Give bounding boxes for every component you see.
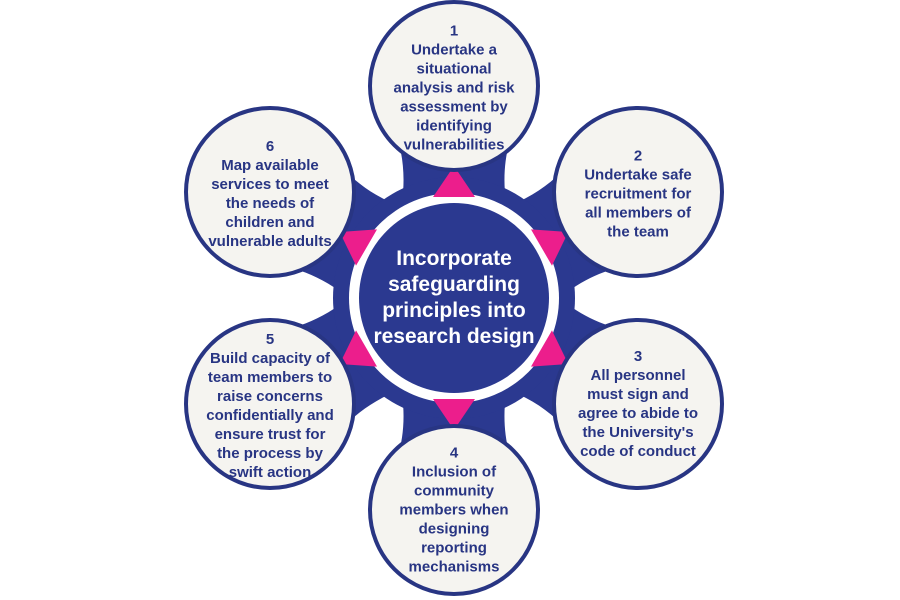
step-5-label: Build capacity of team members to raise … (206, 350, 334, 481)
arrowhead-lower-left-icon (339, 330, 378, 367)
arrowheads-group (339, 166, 569, 430)
arrowhead-bottom-icon (433, 399, 475, 430)
step-3-label: All personnel must sign and agree to abi… (577, 367, 699, 460)
arrowhead-upper-left-icon (339, 229, 378, 266)
step-circle-5 (184, 318, 356, 490)
step-4-number: 4 (449, 444, 459, 462)
step-4-label: Inclusion of community members when desi… (399, 463, 509, 576)
step-6-label: Map available services to meet the needs… (208, 157, 332, 250)
step-6-number: 6 (265, 138, 275, 155)
step-2-text: 2 Undertake safe recruitment for all mem… (579, 147, 697, 242)
step-2-number: 2 (633, 147, 643, 165)
step-circle-3 (552, 318, 724, 490)
step-3-number: 3 (633, 348, 643, 365)
step-5-text: 5 Build capacity of team members to rais… (203, 330, 337, 482)
arrowhead-upper-right-icon (530, 229, 569, 266)
step-1-number: 1 (449, 22, 459, 40)
step-circle-4 (368, 424, 540, 596)
step-circle-2 (552, 106, 724, 278)
center-circle (359, 203, 549, 393)
arrowhead-top-icon (433, 166, 475, 197)
step-6-text: 6 Map available services to meet the nee… (207, 137, 333, 251)
step-1-label: Undertake a situational analysis and ris… (393, 41, 515, 154)
center-label: Incorporate safeguarding principles into… (373, 247, 535, 348)
step-3-text: 3 All personnel must sign and agree to a… (574, 347, 702, 461)
arrowhead-lower-right-icon (530, 330, 569, 367)
step-circle-1 (368, 0, 540, 172)
step-circle-6 (184, 106, 356, 278)
step-4-text: 4 Inclusion of community members when de… (386, 444, 522, 577)
step-1-text: 1 Undertake a situational analysis and r… (386, 22, 522, 155)
step-circles-group (184, 0, 724, 596)
step-2-label: Undertake safe recruitment for all membe… (584, 166, 692, 241)
step-5-number: 5 (265, 331, 275, 348)
